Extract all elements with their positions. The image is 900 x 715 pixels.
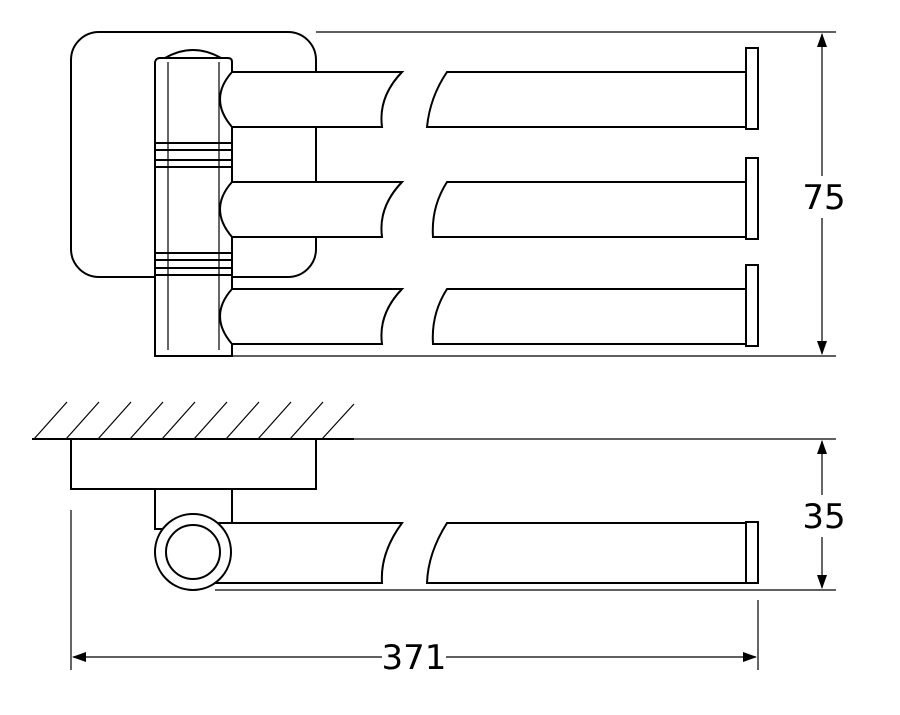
depth-dimension-label: 35 bbox=[802, 497, 845, 537]
hinge-column bbox=[154, 49, 233, 357]
towel-bar-top bbox=[214, 521, 759, 584]
pivot-circle bbox=[154, 513, 232, 591]
depth-dimension: 35 bbox=[215, 438, 848, 591]
length-dimension-label: 371 bbox=[382, 638, 447, 678]
wall-plate-side bbox=[70, 438, 317, 490]
towel-bar-2 bbox=[219, 157, 759, 240]
towel-bar-1 bbox=[219, 47, 759, 130]
towel-bar-3 bbox=[219, 264, 759, 347]
front-view: 75 bbox=[70, 31, 848, 357]
height-dimension: 75 bbox=[232, 31, 848, 357]
wall-hatching bbox=[32, 401, 355, 440]
length-dimension: 371 bbox=[70, 510, 759, 678]
height-dimension-label: 75 bbox=[802, 178, 845, 218]
top-view: 35 371 bbox=[32, 401, 848, 678]
